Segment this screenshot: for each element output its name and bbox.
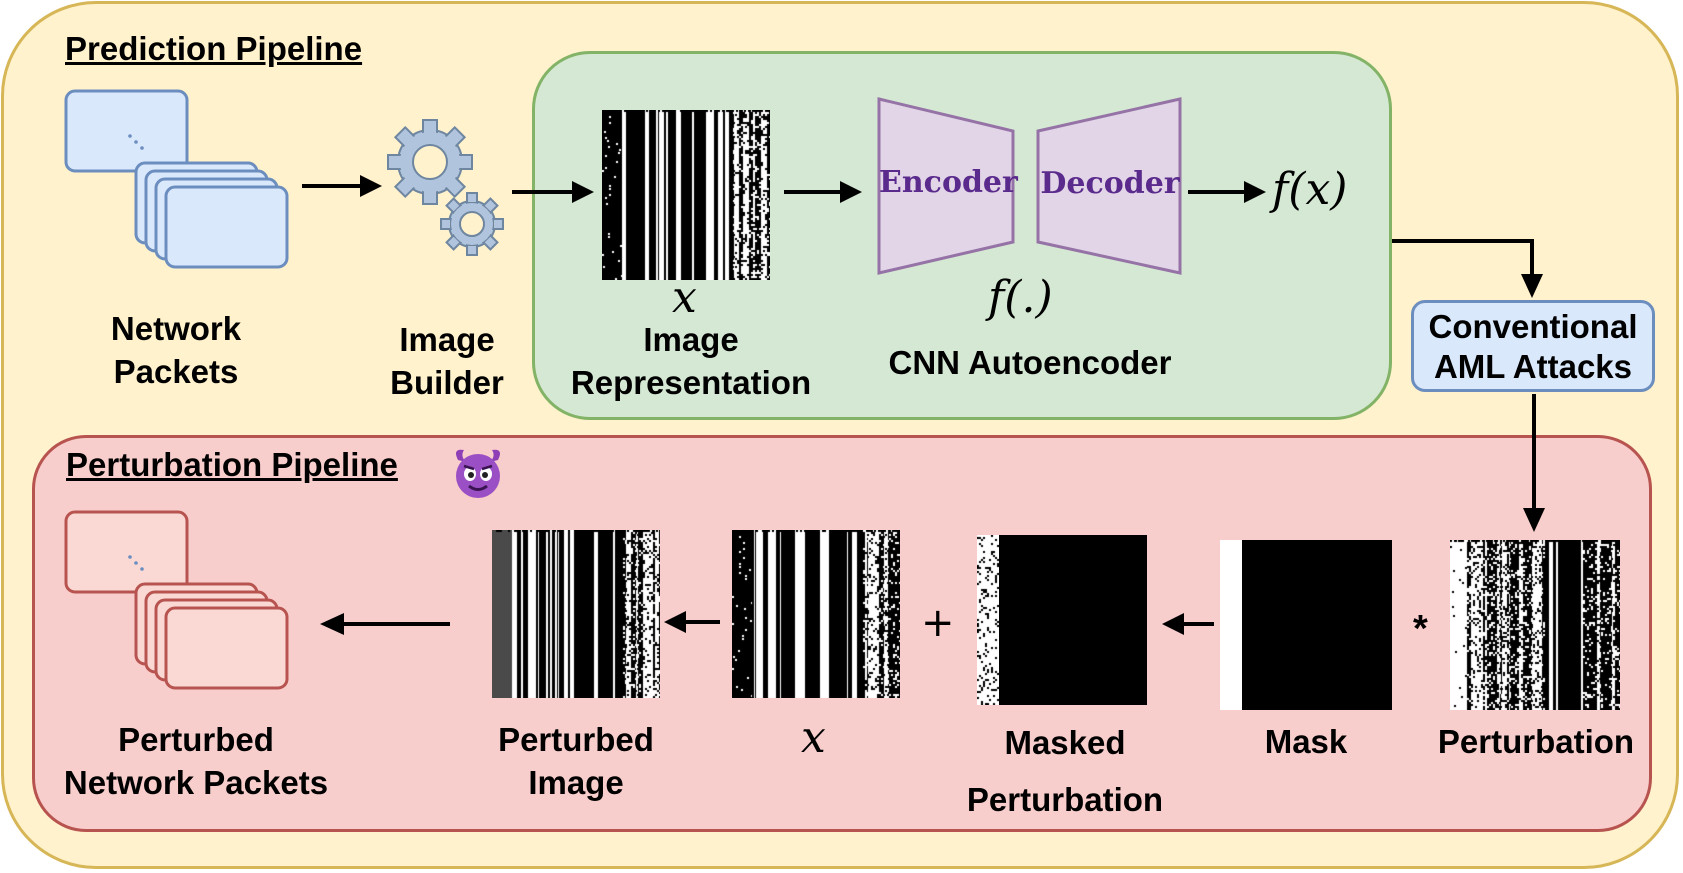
prediction-pipeline-title: Prediction Pipeline — [65, 30, 363, 67]
original-image-x — [732, 530, 900, 698]
output-symbol: f(x) — [1272, 164, 1348, 215]
cnn-autoencoder-label: CNN Autoencoder — [888, 344, 1172, 381]
perturbed-network-packets-icon — [64, 510, 289, 690]
devil-icon — [456, 449, 500, 498]
perturbation-label-2: Perturbation — [966, 781, 1164, 818]
encoder-block — [877, 97, 1015, 275]
perturbation-pipeline-title: Perturbation Pipeline — [66, 446, 398, 483]
masked-left-column — [977, 535, 999, 705]
gears-icon — [387, 119, 504, 256]
network-packets-icon — [64, 89, 289, 269]
mask-label: Mask — [1264, 723, 1348, 760]
image-representation-label: Image Representation — [570, 321, 812, 401]
perturbed-network-packets-label: Perturbed Network Packets — [63, 721, 329, 801]
function-symbol: f(.) — [988, 272, 1053, 323]
arrow-decoder-to-output — [1188, 181, 1266, 203]
perturbed-image-label: Perturbed Image — [498, 721, 654, 801]
multiply-symbol: * — [1413, 608, 1428, 650]
conventional-aml-attacks-box: Conventional AML Attacks — [1411, 300, 1655, 392]
arrow-output-to-attacks — [1392, 239, 1543, 298]
x-symbol: x — [672, 272, 697, 323]
perturbation-label: Perturbation — [1437, 723, 1635, 760]
arrow-packets-to-builder — [302, 175, 382, 197]
network-packets-label: Network Packets — [110, 310, 242, 390]
image-builder-label: Image Builder — [390, 321, 504, 401]
image-representation-x — [602, 110, 770, 280]
plus-symbol: + — [921, 600, 955, 646]
arrow-mask-to-masked — [1162, 613, 1214, 635]
decoder-label: Decoder — [1040, 166, 1180, 201]
autoencoder-shapes — [877, 97, 1182, 275]
mask-image — [1220, 540, 1392, 710]
masked-label: Masked — [1004, 724, 1126, 761]
arrow-perturbed-to-packets — [320, 613, 450, 635]
arrow-image-to-encoder — [784, 181, 862, 203]
arrow-attacks-to-perturbation — [1523, 394, 1545, 532]
perturbed-image — [492, 530, 660, 698]
masked-perturbation-image — [977, 535, 1147, 705]
arrow-builder-to-image — [512, 181, 594, 203]
mask-white-band — [1220, 540, 1242, 710]
decoder-block — [1036, 97, 1182, 275]
arrow-x-to-perturbed — [664, 611, 720, 633]
x-symbol-bottom: x — [801, 712, 826, 763]
perturbation-image — [1450, 540, 1620, 710]
encoder-label: Encoder — [879, 165, 1018, 200]
